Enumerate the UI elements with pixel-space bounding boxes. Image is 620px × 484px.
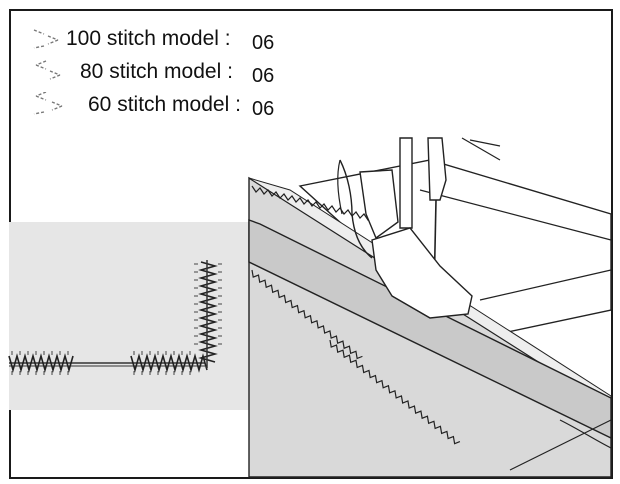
zigzag-stitch-vertical xyxy=(198,261,218,363)
legend-row-80: 80 stitch model : 06 xyxy=(30,57,330,87)
zigzag-stitch-icon xyxy=(33,92,63,115)
legend-row-100: 100 stitch model : 06 xyxy=(30,24,330,54)
fabric-stitch-rows xyxy=(251,185,461,445)
stitch-model-legend: 100 stitch model : 06 80 stitch model : … xyxy=(30,24,330,124)
zigzag-stitch-icon xyxy=(35,60,61,80)
legend-label: 100 stitch model : xyxy=(66,27,231,50)
stitch-detail-panel xyxy=(8,222,249,410)
zigzag-stitch-icon xyxy=(33,29,59,49)
legend-label: 80 stitch model : xyxy=(80,60,233,83)
zigzag-stitch-left xyxy=(8,353,74,373)
legend-label: 60 stitch model : xyxy=(88,93,241,116)
stitch-detail-background xyxy=(9,222,249,410)
legend-value: 06 xyxy=(252,32,275,54)
presser-foot xyxy=(337,137,473,319)
machine-fabric-scene xyxy=(248,137,612,478)
legend-row-60: 60 stitch model : 06 xyxy=(30,90,330,120)
legend-value: 06 xyxy=(252,65,275,87)
fabric-folded-strip xyxy=(248,219,612,440)
legend-value: 06 xyxy=(252,98,275,120)
zigzag-stitch-middle xyxy=(130,353,208,373)
